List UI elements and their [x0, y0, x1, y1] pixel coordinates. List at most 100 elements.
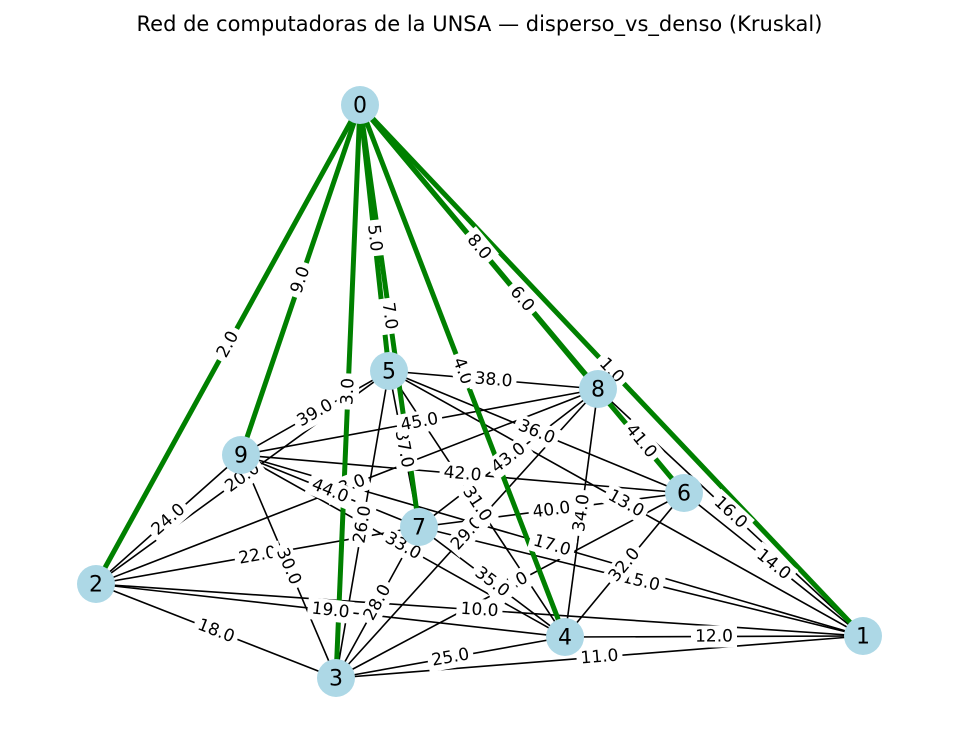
edges-layer — [93, 103, 865, 679]
edge-label-2-7: 22.0 — [232, 540, 283, 571]
edge-label-background — [690, 625, 738, 648]
edge-label-background — [706, 488, 755, 537]
edge-label-background — [144, 495, 193, 544]
node-circle — [546, 618, 584, 656]
edge-label-background — [455, 478, 499, 530]
edge-label-background — [617, 416, 665, 466]
edge-label-text: 40.0 — [531, 498, 571, 523]
node-circle — [665, 474, 703, 512]
edge-label-background — [526, 528, 578, 563]
edge-label-5-9: 39.0 — [289, 392, 341, 434]
edge-label-0-9: 9.0 — [284, 259, 317, 301]
edge-label-0-7: 7.0 — [376, 296, 403, 336]
node-label: 9 — [234, 444, 248, 469]
edge-label-background — [232, 540, 283, 571]
edge-label-background — [376, 296, 403, 336]
node-9[interactable]: 9 — [222, 436, 260, 474]
edge-label-background — [438, 461, 487, 487]
edge-label-background — [306, 596, 355, 625]
edge-label-5-8: 38.0 — [469, 367, 518, 393]
edge-label-1-6: 14.0 — [748, 541, 799, 588]
edge-label-text: 25.0 — [430, 644, 471, 670]
edge-label-background — [502, 278, 542, 320]
edge-label-2-4: 19.0 — [306, 596, 355, 625]
edge-label-background — [527, 496, 576, 524]
node-label: 7 — [412, 516, 426, 541]
edge-label-background — [459, 226, 499, 268]
node-label: 2 — [89, 573, 103, 598]
edge-label-background — [748, 541, 799, 588]
node-2[interactable]: 2 — [77, 565, 115, 603]
edge-label-text: 10.0 — [460, 599, 499, 622]
page-title: Red de computadoras de la UNSA — dispers… — [136, 12, 823, 36]
node-label: 5 — [382, 360, 396, 385]
node-circle — [222, 436, 260, 474]
edge-label-text: 42.0 — [443, 462, 482, 485]
node-5[interactable]: 5 — [370, 352, 408, 390]
edge-label-3-9: 30.0 — [269, 541, 308, 592]
node-label: 0 — [353, 94, 367, 119]
node-circle — [844, 617, 882, 655]
edge-label-background — [455, 597, 504, 623]
edge-label-background — [269, 541, 308, 592]
edge-label-0-5: 5.0 — [361, 218, 388, 258]
edge-label-background — [209, 323, 247, 366]
edge-label-background — [284, 259, 317, 301]
node-4[interactable]: 4 — [546, 618, 584, 656]
edge-label-text: 7.0 — [378, 301, 402, 331]
node-6[interactable]: 6 — [665, 474, 703, 512]
node-label: 1 — [856, 625, 870, 650]
edge-label-1-4: 12.0 — [690, 625, 738, 648]
edge-label-background — [425, 642, 476, 673]
node-label: 6 — [677, 482, 691, 507]
edge-label-2-3: 18.0 — [190, 612, 242, 650]
edge-label-background — [394, 407, 445, 437]
edge-label-1-3: 11.0 — [575, 644, 624, 670]
edge-label-0-3: 3.0 — [336, 373, 360, 410]
edge-label-3-5: 26.0 — [347, 499, 378, 550]
node-circle — [341, 86, 379, 124]
edge-label-4-6: 32.0 — [601, 540, 648, 590]
edge-label-text: 5.0 — [363, 223, 386, 252]
edge-label-background — [575, 644, 624, 670]
edge-label-background — [304, 472, 356, 510]
node-8[interactable]: 8 — [579, 370, 617, 408]
node-circle — [77, 565, 115, 603]
edge-label-text: 26.0 — [349, 504, 375, 545]
node-circle — [317, 659, 355, 697]
edge-label-background — [591, 349, 632, 392]
node-label: 8 — [591, 378, 605, 403]
edge-label-1-5: 13.0 — [600, 482, 652, 525]
edge-label-background — [601, 540, 648, 590]
edge-label-text: 11.0 — [580, 646, 619, 669]
edge-label-background — [388, 424, 420, 474]
edge-label-background — [511, 413, 562, 451]
edge-label-background — [377, 525, 429, 567]
edge-label-text: 19.0 — [311, 598, 351, 622]
edge-label-background — [600, 482, 652, 525]
node-1[interactable]: 1 — [844, 617, 882, 655]
edge-label-6-9: 42.0 — [438, 461, 487, 487]
node-label: 3 — [329, 667, 343, 692]
node-0[interactable]: 0 — [341, 86, 379, 124]
edge-label-background — [467, 559, 517, 605]
edge-label-background — [483, 435, 534, 481]
edge-label-background — [289, 392, 341, 434]
edge-label-text: 22.0 — [237, 542, 278, 568]
node-3[interactable]: 3 — [317, 659, 355, 697]
edge-labels-layer: 1.02.03.04.05.06.07.08.09.011.012.013.01… — [144, 218, 799, 673]
edge-label-2-1: 10.0 — [455, 597, 504, 623]
edge-label-text: 12.0 — [695, 626, 733, 646]
edge-label-background — [347, 499, 378, 550]
edge-label-0-2: 2.0 — [209, 323, 247, 366]
nodes-layer: 0 1 2 3 4 5 6 7 8 9 — [77, 86, 882, 697]
node-7[interactable]: 7 — [400, 508, 438, 546]
node-circle — [579, 370, 617, 408]
edge-label-text: 3.0 — [337, 378, 358, 406]
node-label: 4 — [558, 626, 572, 651]
edge-label-background — [361, 218, 388, 258]
edge-label-background — [567, 488, 596, 538]
edge-label-background — [336, 373, 360, 410]
edge-label-background — [190, 612, 242, 650]
